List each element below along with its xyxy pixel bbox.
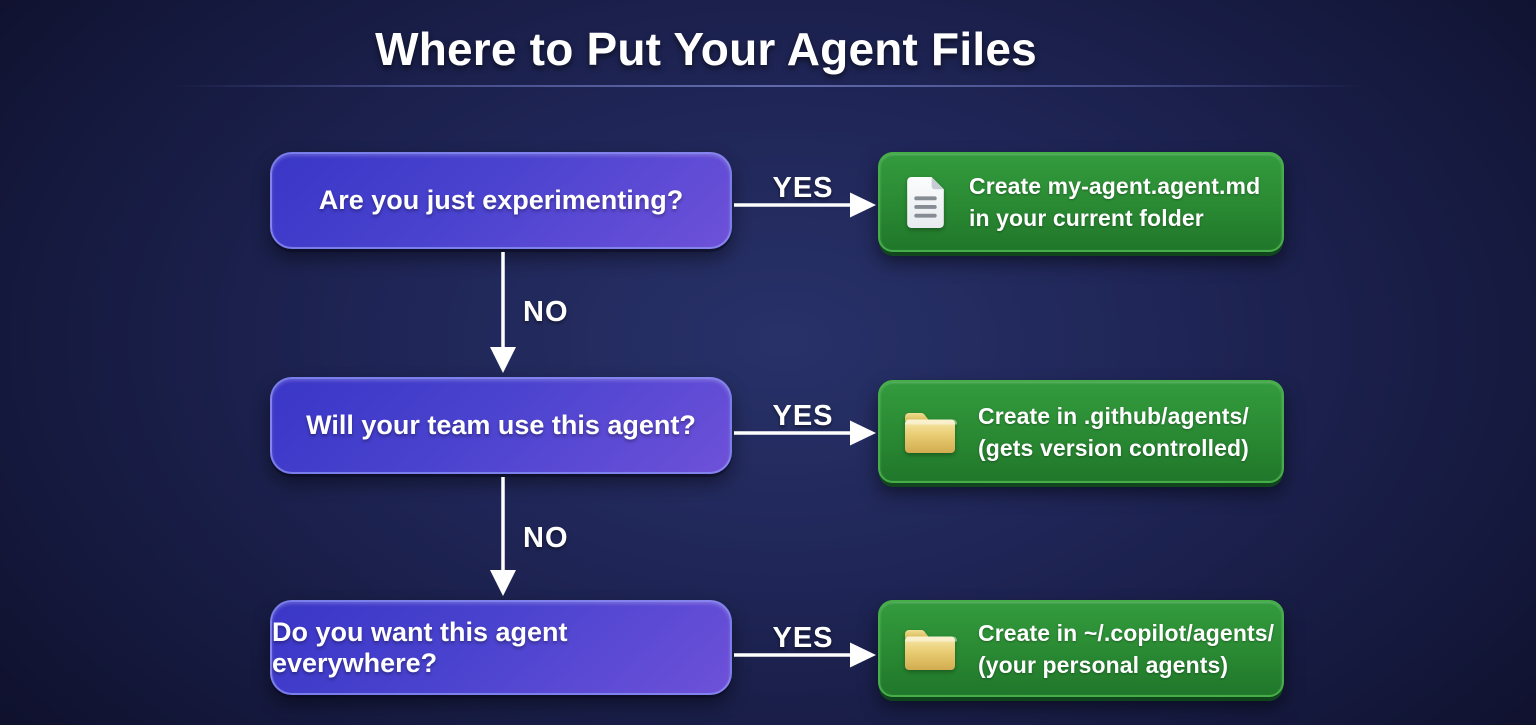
result-line-2: (gets version controlled) [978,434,1249,461]
result-line-2: (your personal agents) [978,651,1229,678]
question-box-team-use: Will your team use this agent? [270,377,732,474]
yes-label-1: YES [772,172,834,204]
result-text: Create in .github/agents/ (gets version … [978,400,1249,464]
no-arrow-1 [490,252,516,373]
yes-label-2: YES [772,400,834,432]
result-line-1: Create in .github/agents/ [978,402,1249,429]
no-arrow-2 [490,477,516,596]
question-box-experimenting: Are you just experimenting? [270,152,732,249]
page-title: Where to Put Your Agent Files [375,23,1037,75]
folder-icon [903,626,957,672]
result-line-1: Create my-agent.agent.md [969,173,1261,199]
result-text: Create in ~/.copilot/agents/ (your perso… [978,617,1274,681]
title-divider [170,85,1366,87]
question-label: Will your team use this agent? [306,410,696,440]
result-box-copilot-agents: Create in ~/.copilot/agents/ (your perso… [878,600,1284,697]
folder-icon [903,409,957,455]
result-line-1: Create in ~/.copilot/agents/ [978,619,1275,646]
question-label: Are you just experimenting? [318,185,684,215]
question-label: Do you want this agent everywhere? [272,616,568,678]
yes-label-3: YES [772,622,834,654]
result-text: Create my-agent.agent.md in your current… [969,170,1260,234]
result-box-github-agents: Create in .github/agents/ (gets version … [878,380,1284,483]
document-icon [903,175,948,230]
question-box-everywhere: Do you want this agent everywhere? [270,600,732,695]
result-box-current-folder: Create my-agent.agent.md in your current… [878,152,1284,252]
no-label-1: NO [523,296,569,328]
no-label-2: NO [523,522,569,554]
result-line-2: in your current folder [969,205,1204,231]
